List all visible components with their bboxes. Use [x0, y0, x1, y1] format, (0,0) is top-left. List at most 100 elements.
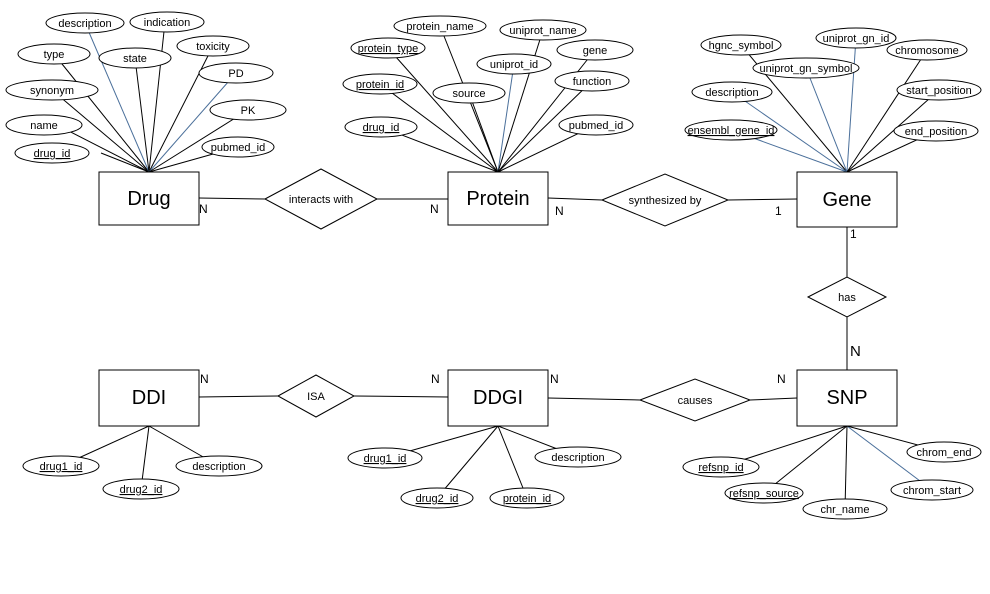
attr-snp-refsnp-source[interactable]: refsnp_source — [724, 482, 804, 504]
card-drug-interacts: N — [199, 202, 208, 216]
attr-drug-description-label: description — [58, 18, 111, 30]
entity-snp-label: SNP — [826, 387, 867, 409]
attr-ddgi-drug2-id-label: drug2_id — [416, 493, 459, 505]
attr-ddgi-protein-id[interactable]: protein_id — [489, 487, 565, 509]
attr-drug-toxicity[interactable]: toxicity — [176, 35, 250, 57]
relationship-synthesized-by[interactable]: synthesized by — [600, 173, 730, 227]
attr-protein-protein-type[interactable]: protein_type — [350, 37, 426, 59]
attr-ddgi-description-label: description — [551, 452, 604, 464]
attr-ddgi-drug1-id-label: drug1_id — [364, 453, 407, 465]
attr-gene-chromosome-label: chromosome — [895, 45, 959, 57]
attr-ddi-drug1-id-label: drug1_id — [40, 461, 83, 473]
attr-ddgi-drug2-id[interactable]: drug2_id — [400, 487, 474, 509]
attr-drug-pubmed-id-label: pubmed_id — [211, 142, 265, 154]
attr-drug-type[interactable]: type — [17, 43, 91, 65]
attr-snp-refsnp-id-label: refsnp_id — [698, 462, 743, 474]
entity-ddi-label: DDI — [132, 387, 166, 409]
attr-protein-protein-id[interactable]: protein_id — [342, 73, 418, 95]
attr-drug-state[interactable]: state — [98, 47, 172, 69]
attr-gene-uniprot-gn-symbol[interactable]: uniprot_gn_symbol — [752, 57, 860, 79]
attr-drug-pubmed-id[interactable]: pubmed_id — [201, 136, 275, 158]
attr-drug-state-label: state — [123, 53, 147, 65]
attr-drug-pd[interactable]: PD — [198, 62, 274, 84]
attr-protein-pubmed-id[interactable]: pubmed_id — [558, 114, 634, 136]
attr-ddi-drug2-id[interactable]: drug2_id — [102, 478, 180, 500]
attr-snp-chrom-start[interactable]: chrom_start — [890, 479, 974, 501]
attr-protein-gene-label: gene — [583, 45, 607, 57]
attr-protein-source[interactable]: source — [432, 82, 506, 104]
entity-ddi[interactable]: DDI — [98, 369, 200, 427]
attr-ddi-drug2-id-label: drug2_id — [120, 484, 163, 496]
attr-ddi-description[interactable]: description — [175, 455, 263, 477]
entity-gene[interactable]: Gene — [796, 171, 898, 228]
attr-drug-description[interactable]: description — [45, 12, 125, 34]
card-snp-causes: N — [777, 372, 786, 386]
relationship-synthesized-by-label: synthesized by — [629, 195, 702, 207]
attr-ddi-drug1-id[interactable]: drug1_id — [22, 455, 100, 477]
card-gene-synth: 1 — [775, 204, 782, 218]
relationship-interacts-with[interactable]: interacts with — [263, 168, 379, 230]
attr-protein-function[interactable]: function — [554, 70, 630, 92]
card-gene-has: 1 — [850, 227, 857, 241]
attr-protein-drug-id[interactable]: drug_id — [344, 116, 418, 138]
attr-snp-chrom-start-label: chrom_start — [903, 485, 961, 497]
attr-protein-uniprot-name-label: uniprot_name — [509, 25, 576, 37]
entity-gene-label: Gene — [823, 189, 872, 211]
attr-ddgi-protein-id-label: protein_id — [503, 493, 551, 505]
attr-ddgi-description[interactable]: description — [534, 446, 622, 468]
entity-ddgi-label: DDGI — [473, 387, 523, 409]
attr-snp-chr-name[interactable]: chr_name — [802, 498, 888, 520]
relationship-causes[interactable]: causes — [638, 378, 752, 422]
attr-snp-refsnp-source-label: refsnp_source — [729, 488, 799, 500]
attr-gene-end-position[interactable]: end_position — [893, 120, 979, 142]
attr-drug-pk-label: PK — [241, 105, 256, 117]
entity-drug[interactable]: Drug — [98, 171, 200, 226]
attr-protein-uniprot-id-label: uniprot_id — [490, 59, 538, 71]
attr-protein-drug-id-label: drug_id — [363, 122, 400, 134]
attr-drug-indication[interactable]: indication — [129, 11, 205, 33]
relationship-causes-label: causes — [678, 395, 713, 407]
relationship-isa[interactable]: ISA — [276, 374, 356, 418]
attr-gene-chromosome[interactable]: chromosome — [886, 39, 968, 61]
attr-drug-drug-id[interactable]: drug_id — [14, 142, 90, 164]
relationship-isa-label: ISA — [307, 391, 325, 403]
attr-gene-start-position[interactable]: start_position — [896, 79, 982, 101]
attr-drug-indication-label: indication — [144, 17, 190, 29]
attr-drug-name[interactable]: name — [5, 114, 83, 136]
attr-gene-uniprot-gn-id[interactable]: uniprot_gn_id — [815, 27, 897, 49]
attr-drug-name-label: name — [30, 120, 58, 132]
attr-protein-function-label: function — [573, 76, 612, 88]
attr-ddgi-drug1-id[interactable]: drug1_id — [347, 447, 423, 469]
entity-snp[interactable]: SNP — [796, 369, 898, 427]
card-ddgi-isa: N — [431, 372, 440, 386]
attr-drug-synonym[interactable]: synonym — [5, 79, 99, 101]
entity-ddgi[interactable]: DDGI — [447, 369, 549, 427]
attr-protein-gene[interactable]: gene — [556, 39, 634, 61]
attr-protein-source-label: source — [452, 88, 485, 100]
attr-drug-toxicity-label: toxicity — [196, 41, 230, 53]
attr-protein-pubmed-id-label: pubmed_id — [569, 120, 623, 132]
attr-drug-pd-label: PD — [228, 68, 243, 80]
entity-protein-label: Protein — [466, 188, 529, 210]
attr-snp-refsnp-id[interactable]: refsnp_id — [682, 456, 760, 478]
attr-snp-chr-name-label: chr_name — [821, 504, 870, 516]
attr-drug-pk[interactable]: PK — [209, 99, 287, 121]
attr-gene-uniprot-gn-symbol-label: uniprot_gn_symbol — [760, 63, 853, 75]
attr-snp-chrom-end-label: chrom_end — [916, 447, 971, 459]
attr-drug-type-label: type — [44, 49, 65, 61]
relationship-has[interactable]: has — [806, 276, 888, 318]
attr-snp-chrom-end[interactable]: chrom_end — [906, 441, 982, 463]
attr-protein-uniprot-id[interactable]: uniprot_id — [476, 53, 552, 75]
attr-gene-uniprot-gn-id-label: uniprot_gn_id — [823, 33, 890, 45]
attr-gene-end-position-label: end_position — [905, 126, 967, 138]
attr-gene-hgnc-symbol[interactable]: hgnc_symbol — [700, 34, 782, 56]
attr-gene-description[interactable]: description — [691, 81, 773, 103]
card-protein-interacts: N — [430, 202, 439, 216]
attr-protein-protein-name[interactable]: protein_name — [393, 15, 487, 37]
card-ddi-isa: N — [200, 372, 209, 386]
attr-gene-ensembl-gene-id-label: ensembl_gene_id — [688, 125, 775, 137]
attr-protein-uniprot-name[interactable]: uniprot_name — [499, 19, 587, 41]
entity-protein[interactable]: Protein — [447, 171, 549, 226]
attr-gene-ensembl-gene-id[interactable]: ensembl_gene_id — [684, 119, 778, 141]
